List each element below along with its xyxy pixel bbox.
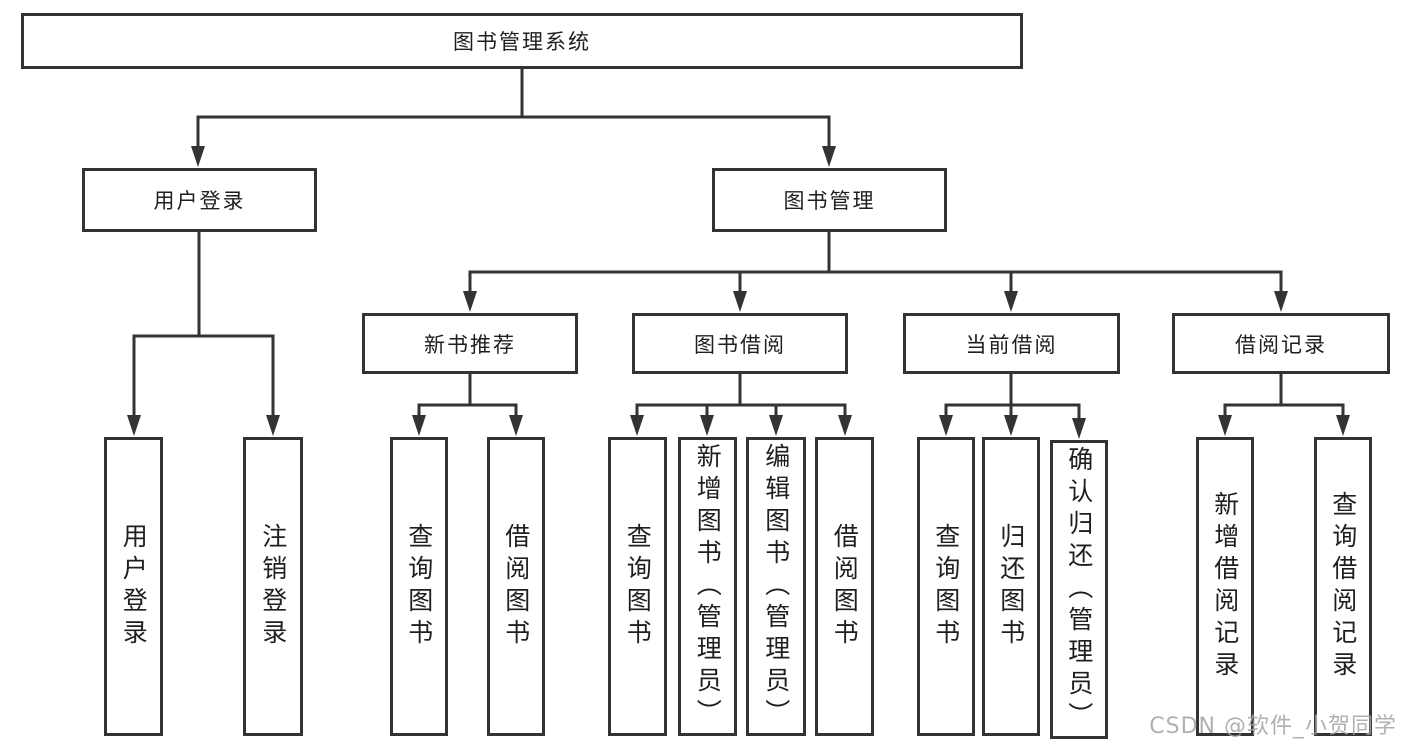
node-book-borrow: 图书借阅 [632,313,848,374]
leaf-user-login: 用户登录 [104,437,163,736]
leaf-newbook-borrow-books: 借阅图书 [487,437,545,736]
leaf-current-confirm-return-admin-label: 确认归还（管理员） [1064,445,1094,734]
leaf-current-query-books: 查询图书 [917,437,975,736]
leaf-current-query-books-label: 查询图书 [931,522,961,651]
node-book-borrow-label: 图书借阅 [694,332,786,357]
node-current-borrow: 当前借阅 [903,313,1120,374]
leaf-record-add-borrow-record: 新增借阅记录 [1196,437,1254,736]
node-book-management-label: 图书管理 [783,189,876,213]
leaf-borrow-add-books-admin: 新增图书（管理员） [678,437,737,736]
node-root: 图书管理系统 [21,13,1023,69]
leaf-borrow-query-books-label: 查询图书 [623,522,653,651]
leaf-current-confirm-return-admin: 确认归还（管理员） [1050,440,1108,739]
leaf-logout: 注销登录 [243,437,303,736]
leaf-borrow-query-books: 查询图书 [608,437,667,736]
leaf-record-add-borrow-record-label: 新增借阅记录 [1210,490,1240,683]
leaf-borrow-borrow-books-label: 借阅图书 [830,522,860,651]
leaf-logout-label: 注销登录 [258,522,288,651]
leaf-record-query-borrow-record-label: 查询借阅记录 [1328,490,1358,683]
node-root-label: 图书管理系统 [453,30,591,54]
node-user-login-label: 用户登录 [153,189,246,213]
leaf-current-return-books-label: 归还图书 [996,522,1026,651]
leaf-newbook-query-books-label: 查询图书 [404,522,434,651]
node-borrow-records-label: 借阅记录 [1235,332,1327,357]
leaf-current-return-books: 归还图书 [982,437,1040,736]
node-user-login: 用户登录 [82,168,317,232]
leaf-newbook-borrow-books-label: 借阅图书 [501,522,531,651]
csdn-watermark: CSDN @软件_小贺同学 [1149,714,1397,739]
leaf-borrow-add-books-admin-label: 新增图书（管理员） [693,442,723,731]
leaf-borrow-edit-books-admin: 编辑图书（管理员） [746,437,806,736]
leaf-borrow-edit-books-admin-label: 编辑图书（管理员） [761,442,791,731]
leaf-record-query-borrow-record: 查询借阅记录 [1314,437,1372,736]
node-new-book-recommend: 新书推荐 [362,313,578,374]
node-new-book-recommend-label: 新书推荐 [424,332,516,357]
node-current-borrow-label: 当前借阅 [965,332,1058,357]
leaf-user-login-label: 用户登录 [119,522,149,651]
leaf-borrow-borrow-books: 借阅图书 [815,437,874,736]
node-borrow-records: 借阅记录 [1172,313,1390,374]
node-book-management: 图书管理 [712,168,947,232]
leaf-newbook-query-books: 查询图书 [390,437,448,736]
